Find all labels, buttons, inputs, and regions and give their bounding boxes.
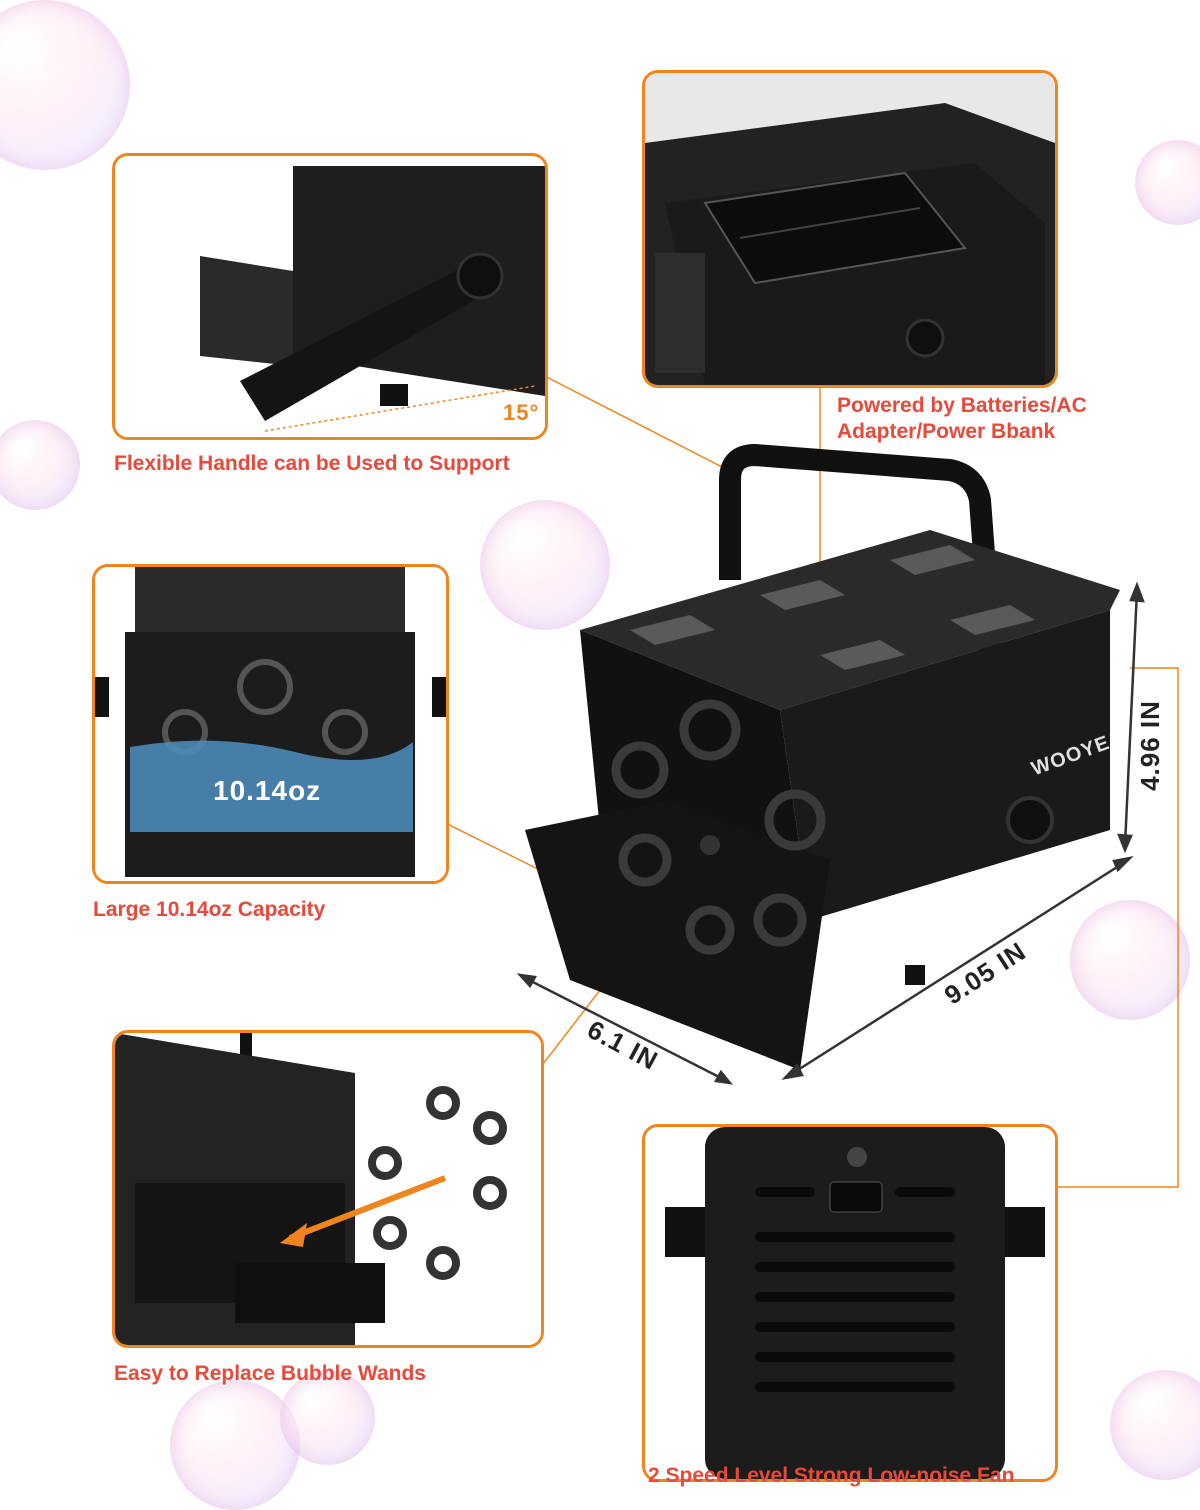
bubble-decoration	[1135, 140, 1200, 225]
bubble-decoration	[0, 0, 130, 170]
fan-grille-illustration	[645, 1127, 1055, 1479]
height-dimension-label: 4.96 IN	[1134, 700, 1165, 791]
bubble-machine-product	[525, 443, 1120, 1070]
wand-replacement-illustration	[115, 1033, 541, 1345]
battery-detail-panel	[642, 70, 1058, 388]
wands-detail-panel	[112, 1030, 544, 1348]
bubble-decoration	[1110, 1370, 1200, 1480]
fan-caption: 2 Speed Level Strong Low-noise Fan	[648, 1464, 1015, 1487]
bubble-decoration	[280, 1370, 375, 1465]
bubble-decoration	[0, 420, 80, 510]
handle-angle-label: 15°	[503, 400, 540, 425]
power-caption: Powered by Batteries/AC Adapter/Power Bb…	[837, 394, 1087, 443]
handle-caption: Flexible Handle can be Used to Support	[114, 452, 510, 475]
capacity-label: 10.14oz	[213, 775, 322, 806]
handle-detail-panel: 15°	[112, 153, 548, 440]
capacity-caption: Large 10.14oz Capacity	[93, 898, 326, 921]
bubble-decoration	[1070, 900, 1190, 1020]
capacity-detail-panel: 10.14oz	[92, 564, 449, 884]
fan-detail-panel	[642, 1124, 1058, 1482]
bubble-decoration	[170, 1380, 300, 1510]
wands-caption: Easy to Replace Bubble Wands	[114, 1362, 426, 1385]
bubble-decoration	[480, 500, 610, 630]
tank-illustration	[95, 567, 446, 881]
handle-illustration	[115, 156, 545, 437]
battery-compartment-illustration	[645, 73, 1055, 385]
